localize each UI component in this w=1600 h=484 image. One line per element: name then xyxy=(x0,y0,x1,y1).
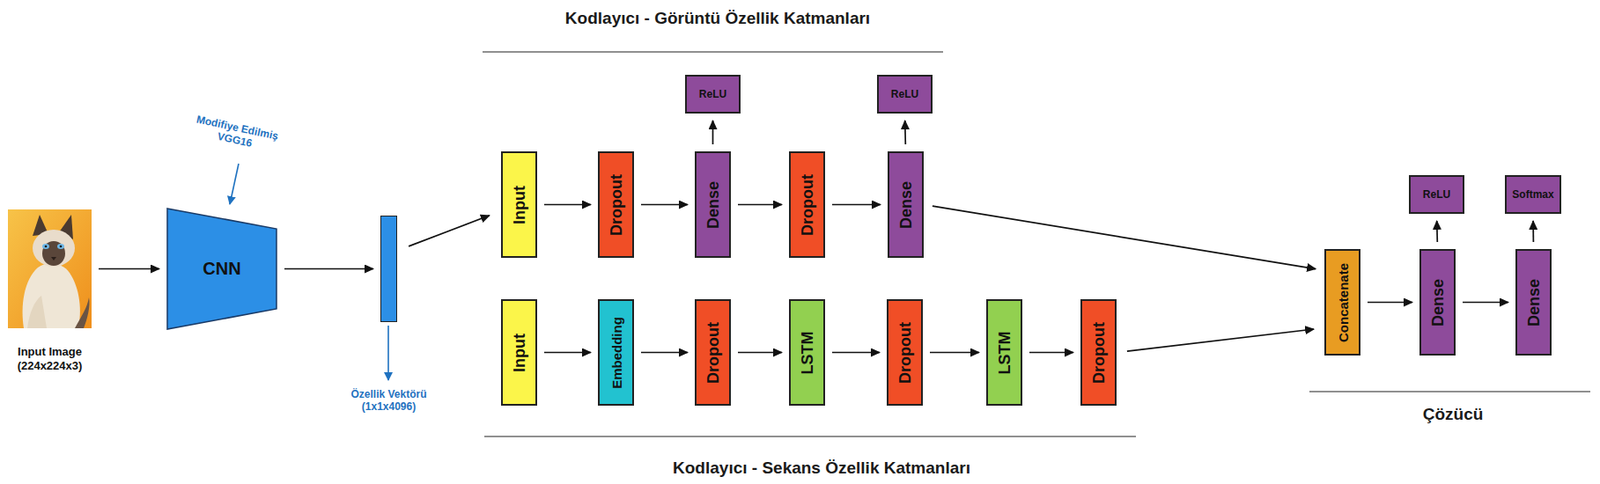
activation-box: ReLU xyxy=(685,74,741,114)
input-layer: Input xyxy=(501,151,538,259)
feature-vector: Özellik Vektörü (1x1x4096) xyxy=(380,215,398,323)
section-title: Kodlayıcı - Sekans Özellik Katmanları xyxy=(672,458,971,480)
lstm-layer: LSTM xyxy=(788,299,826,406)
layer-label: Dense xyxy=(705,180,722,229)
connector-arrow xyxy=(641,204,688,207)
caption-text: Özellik Vektörü (1x1x4096) xyxy=(339,388,439,414)
input-layer: Input xyxy=(501,299,538,406)
activation-box: ReLU xyxy=(1408,175,1465,214)
layer-label: Dropout xyxy=(608,174,625,236)
layer-label: ReLU xyxy=(891,88,919,101)
caption-text: Input Image (224x224x3) xyxy=(9,345,91,373)
dense-layer: Dense xyxy=(694,151,731,259)
activation-box: Softmax xyxy=(1504,175,1562,214)
layer-label: Dropout xyxy=(897,322,914,384)
input-image: Input Image (224x224x3) xyxy=(7,209,92,329)
connector-arrow xyxy=(1127,329,1314,352)
cnn-block: CNN xyxy=(166,207,278,331)
cat-illustration xyxy=(7,209,92,329)
dropout-layer: Dropout xyxy=(597,151,635,259)
callout-label: Modifiye Edilmiş VGG16 xyxy=(182,110,289,158)
concatenate-layer: Concatenate xyxy=(1324,249,1361,356)
activation-box: ReLU xyxy=(877,74,933,114)
trapezoid-shape xyxy=(167,208,277,330)
dense-layer: Dense xyxy=(1515,249,1552,356)
layer-label: Embedding xyxy=(609,317,623,390)
bracket-line xyxy=(484,435,1136,437)
connector-arrow xyxy=(832,352,880,354)
connector-arrow xyxy=(712,120,715,145)
connector-arrow xyxy=(1462,302,1509,304)
connector-arrow xyxy=(1436,221,1438,243)
connector-arrow xyxy=(904,120,907,145)
leader-arrow xyxy=(387,325,390,381)
connector-arrow xyxy=(1367,302,1413,304)
lstm-layer: LSTM xyxy=(986,299,1023,406)
layer-label: Input xyxy=(511,333,528,373)
connector-arrow xyxy=(929,352,980,354)
section-title: Çözücü xyxy=(1423,405,1484,426)
connector-arrow xyxy=(641,352,688,354)
connector-arrow xyxy=(98,268,160,271)
layer-label: Dropout xyxy=(1091,322,1107,384)
connector-arrow xyxy=(544,204,591,207)
connector-arrow xyxy=(737,352,782,354)
layer-label: Dense xyxy=(1430,278,1446,326)
layer-label: LSTM xyxy=(996,331,1013,375)
embedding-layer: Embedding xyxy=(597,299,635,406)
layer-label: Concatenate xyxy=(1335,262,1350,342)
layer-label: ReLU xyxy=(699,88,727,101)
bracket-line xyxy=(482,51,944,52)
dense-layer: Dense xyxy=(1419,249,1456,356)
layer-label: ReLU xyxy=(1423,188,1451,201)
connector-arrow xyxy=(737,204,782,207)
connector-arrow xyxy=(932,206,1316,270)
dropout-layer: Dropout xyxy=(886,299,923,406)
layer-label: Dropout xyxy=(705,322,722,384)
dense-layer: Dense xyxy=(887,151,924,259)
dropout-layer: Dropout xyxy=(694,299,731,406)
dropout-layer: Dropout xyxy=(788,151,826,259)
layer-label: Input xyxy=(511,185,528,225)
connector-arrow xyxy=(1029,352,1074,354)
layer-label: Dense xyxy=(1526,278,1542,326)
connector-arrow xyxy=(832,204,881,207)
section-title: Kodlayıcı - Görüntü Özellik Katmanları xyxy=(565,8,871,30)
layer-label: Softmax xyxy=(1511,188,1554,201)
layer-label: Dense xyxy=(898,180,915,229)
dropout-layer: Dropout xyxy=(1080,299,1117,406)
leader-arrow xyxy=(229,163,239,205)
connector-arrow xyxy=(1532,221,1534,243)
connector-arrow xyxy=(544,352,591,354)
bracket-line xyxy=(1309,390,1591,392)
layer-label: LSTM xyxy=(799,331,816,375)
connector-arrow xyxy=(284,268,374,271)
layer-label: Dropout xyxy=(799,174,816,236)
layer-label: CNN xyxy=(202,258,241,280)
connector-arrow xyxy=(408,215,490,247)
